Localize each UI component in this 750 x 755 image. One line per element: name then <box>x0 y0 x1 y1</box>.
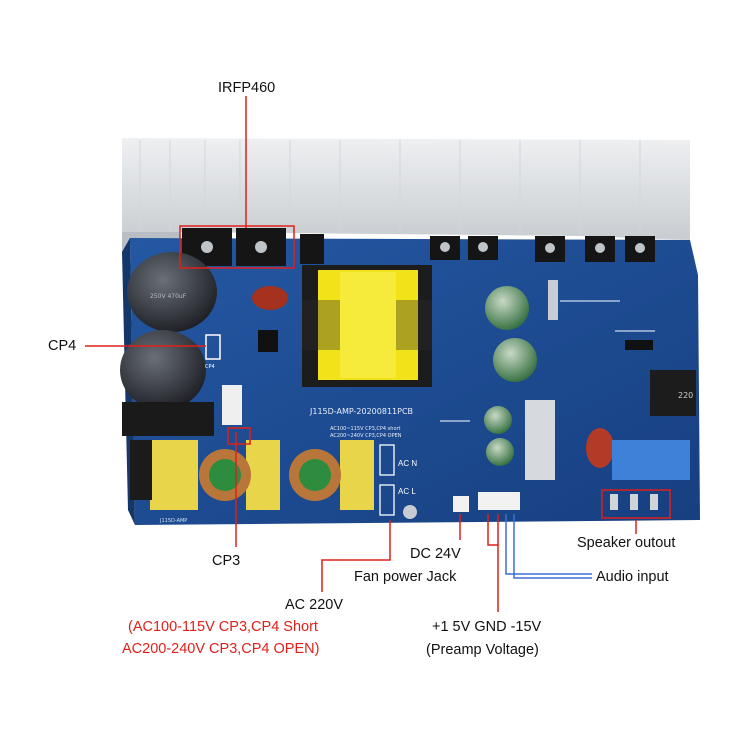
acn-silk: AC N <box>398 459 417 468</box>
speaker-terminals <box>601 489 671 519</box>
preamp-caption: (Preamp Voltage) <box>426 642 539 658</box>
cp4-label: CP4 <box>48 338 77 354</box>
mount-screw <box>403 505 417 519</box>
red-capacitor-2 <box>586 428 614 468</box>
cp4-silk: CP4 <box>205 364 215 370</box>
output-capacitors <box>484 286 537 466</box>
op-amp <box>625 340 653 350</box>
fan-connector <box>453 496 469 512</box>
heatsink-fins-small <box>525 400 555 480</box>
ac-short-label: (AC100-115V CP3,CP4 Short <box>128 619 318 635</box>
cp3-label: CP3 <box>212 553 241 569</box>
svg-text:J115D-AMP: J115D-AMP <box>159 518 187 524</box>
emi-filter <box>130 440 374 510</box>
output-inductor <box>650 370 696 416</box>
warn-line-1: AC100~115V CP3,CP4 short <box>330 426 401 432</box>
ic-chip <box>258 330 278 352</box>
filter-capacitors: 250V 470uF <box>120 252 217 410</box>
dc24-label: DC 24V <box>410 546 461 562</box>
cap-rating: 250V 470uF <box>150 293 187 300</box>
relay <box>612 440 690 480</box>
inductor-silk: 220 <box>678 391 693 400</box>
cp4-jumper <box>205 334 221 360</box>
warn-line-2: AC200~240V CP3,CP4 OPEN <box>330 433 402 439</box>
preamp-voltage-label: +1 5V GND -15V <box>432 619 542 635</box>
mosfet-row <box>182 228 655 266</box>
ac-open-label: AC200-240V CP3,CP4 OPEN) <box>122 641 320 657</box>
callout-lines <box>85 96 637 612</box>
irfp-label: IRFP460 <box>218 80 276 96</box>
pcb-name: J115D-AMP-20200811PCB <box>309 407 413 416</box>
acl-terminal <box>379 484 395 516</box>
acn-terminal <box>379 444 395 476</box>
ac220-label: AC 220V <box>285 597 344 613</box>
white-connector <box>222 385 242 425</box>
acl-silk: AC L <box>398 487 416 496</box>
red-capacitor <box>252 286 288 310</box>
fuse <box>548 280 558 320</box>
transformer <box>302 265 432 387</box>
bridge-rectifier <box>122 402 214 436</box>
heatsink <box>122 138 690 252</box>
fan-label: Fan power Jack <box>354 569 457 585</box>
speaker-label: Speaker outout <box>577 535 676 551</box>
input-connector <box>478 492 520 510</box>
audio-label: Audio input <box>596 569 669 585</box>
